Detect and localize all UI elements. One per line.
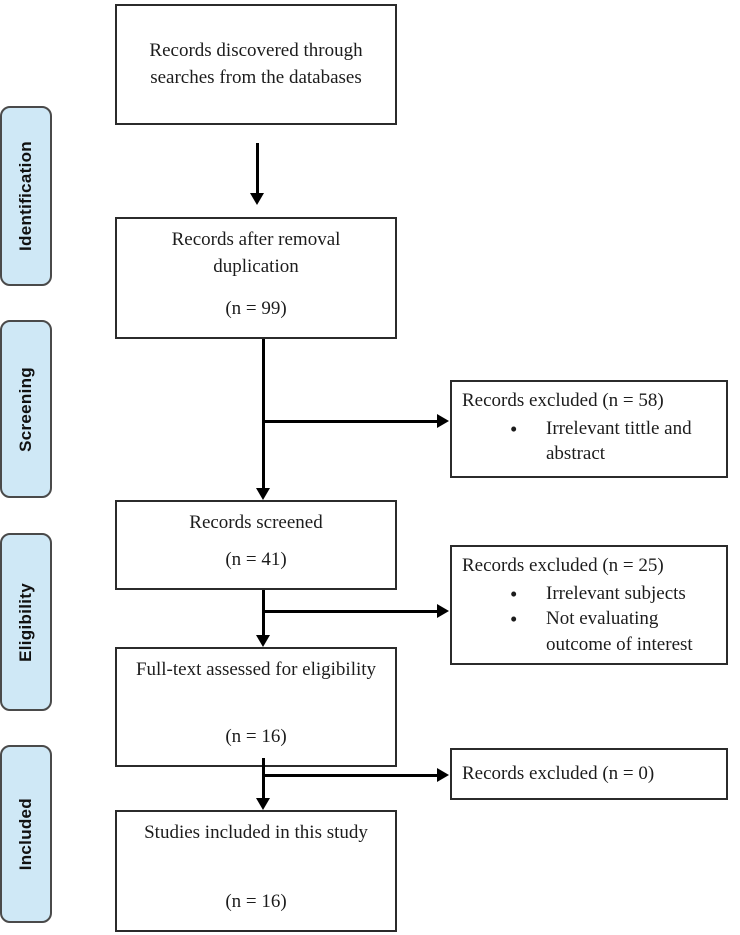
box-studies-included: Studies included in this study (n = 16): [115, 810, 397, 932]
arrow-dedup-to-screened-head-icon: [256, 488, 270, 500]
box-fulltext-assessed: Full-text assessed for eligibility (n = …: [115, 647, 397, 767]
stage-screening: Screening: [0, 320, 52, 498]
box-fulltext-assessed-count: (n = 16): [225, 726, 287, 748]
arrow-screened-to-fulltext-line: [262, 590, 265, 636]
arrow-dedup-to-screened-line: [262, 339, 265, 489]
exclusion-reason: Irrelevant tittle and abstract: [452, 415, 726, 467]
arrow-fulltext-to-included-head-icon: [256, 798, 270, 810]
stage-eligibility: Eligibility: [0, 533, 52, 711]
stage-included: Included: [0, 745, 52, 923]
arrow-discovered-to-dedup-head-icon: [250, 193, 264, 205]
arrow-branch-excluded-0-head-icon: [437, 768, 449, 782]
box-excluded-25-title: Records excluded (n = 25): [462, 555, 664, 576]
stage-screening-label: Screening: [16, 366, 35, 452]
box-excluded-25-reasons: Irrelevant subjects Not evaluating outco…: [452, 580, 726, 658]
arrow-branch-excluded-25-line: [263, 610, 437, 613]
box-records-screened: Records screened (n = 41): [115, 500, 397, 590]
box-studies-included-text: Studies included in this study: [144, 822, 368, 843]
box-records-after-duplication-text: Records after removal duplication: [171, 229, 341, 277]
exclusion-reason: Not evaluating outcome of interest: [452, 605, 726, 657]
arrow-discovered-to-dedup-line: [256, 143, 259, 194]
stage-included-label: Included: [16, 797, 35, 871]
box-records-after-duplication: Records after removal duplication (n = 9…: [115, 217, 397, 339]
box-excluded-0: Records excluded (n = 0): [450, 748, 728, 800]
box-records-discovered-text: Records discovered through searches from…: [149, 39, 363, 88]
box-fulltext-assessed-text: Full-text assessed for eligibility: [135, 659, 377, 680]
box-excluded-58: Records excluded (n = 58) Irrelevant tit…: [450, 380, 728, 478]
box-excluded-58-title: Records excluded (n = 58): [462, 390, 664, 411]
arrow-branch-excluded-0-line: [263, 774, 437, 777]
box-excluded-0-title: Records excluded (n = 0): [462, 763, 655, 785]
arrow-branch-excluded-25-head-icon: [437, 604, 449, 618]
stage-identification: Identification: [0, 106, 52, 286]
arrow-branch-excluded-58-head-icon: [437, 414, 449, 428]
box-records-after-duplication-count: (n = 99): [225, 298, 287, 320]
box-records-screened-count: (n = 41): [225, 549, 287, 571]
box-records-screened-text: Records screened: [189, 512, 323, 533]
stage-eligibility-label: Eligibility: [16, 582, 35, 662]
box-records-discovered: Records discovered through searches from…: [115, 4, 397, 125]
arrow-branch-excluded-58-line: [263, 420, 437, 423]
arrow-screened-to-fulltext-head-icon: [256, 635, 270, 647]
stage-identification-label: Identification: [16, 141, 35, 251]
box-excluded-25: Records excluded (n = 25) Irrelevant sub…: [450, 545, 728, 665]
exclusion-reason: Irrelevant subjects: [452, 580, 726, 608]
arrow-fulltext-to-included-line: [262, 758, 265, 799]
box-studies-included-count: (n = 16): [225, 891, 287, 913]
box-excluded-58-reasons: Irrelevant tittle and abstract: [452, 415, 726, 467]
